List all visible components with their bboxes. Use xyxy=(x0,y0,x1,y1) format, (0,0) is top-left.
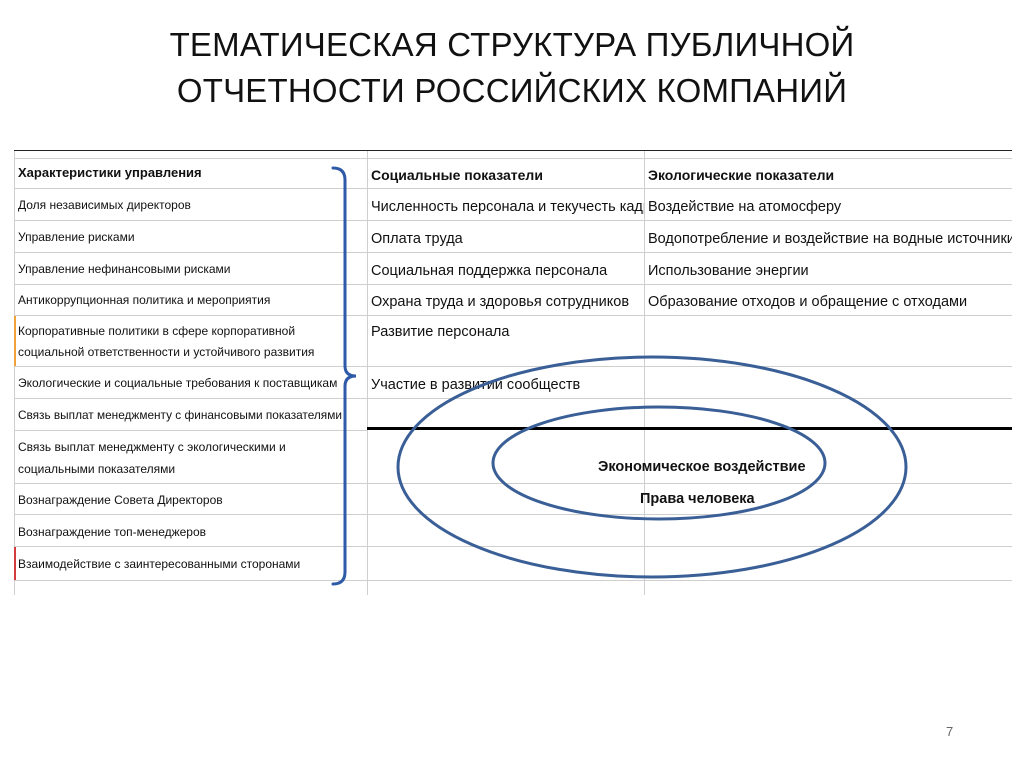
environmental-row-2: Водопотребление и воздействие на водные … xyxy=(648,231,1012,247)
spreadsheet-table: Характеристики управления Доля независим… xyxy=(14,150,1012,595)
grid-hline xyxy=(14,514,1012,515)
grid-hline xyxy=(14,252,1012,253)
grid-hline xyxy=(14,284,1012,285)
governance-row-1: Доля независимых директоров xyxy=(18,198,191,212)
grid-hline xyxy=(14,150,1012,151)
governance-row-5: Корпоративные политики в сфере корпорати… xyxy=(18,324,315,359)
governance-row-6: Экологические и социальные требования к … xyxy=(18,376,338,390)
governance-row-7: Связь выплат менеджменту с финансовыми п… xyxy=(17,408,342,422)
social-row-6: Участие в развитии сообществ xyxy=(371,377,581,393)
governance-row-10: Вознаграждение топ-менеджеров xyxy=(18,525,207,539)
grid-vline xyxy=(14,150,15,595)
row-marker-red xyxy=(14,547,16,580)
human-rights-label: Права человека xyxy=(640,491,755,507)
grid-hline xyxy=(14,398,1012,399)
governance-row-11: Взаимодействие с заинтересованными сторо… xyxy=(18,557,301,571)
slide-title-line-2: ОТЧЕТНОСТИ РОССИЙСКИХ КОМПАНИЙ xyxy=(176,72,848,109)
grid-hline xyxy=(14,430,367,431)
slide-title-line-1: ТЕМАТИЧЕСКАЯ СТРУКТУРА ПУБЛИЧНОЙ xyxy=(169,26,855,63)
governance-row-9: Вознаграждение Совета Директоров xyxy=(18,493,223,507)
environmental-header: Экологические показатели xyxy=(648,167,835,183)
row-marker-orange xyxy=(14,316,16,366)
grid-hline xyxy=(14,188,1012,189)
governance-row-2: Управление рисками xyxy=(18,230,135,244)
environmental-row-1: Воздействие на атомосферу xyxy=(648,199,842,215)
grid-hline xyxy=(14,546,1012,547)
social-row-5: Развитие персонала xyxy=(371,324,510,340)
social-header: Социальные показатели xyxy=(371,167,543,183)
governance-row-3: Управление нефинансовыми рисками xyxy=(18,262,231,276)
social-row-3: Социальная поддержка персонала xyxy=(371,263,608,279)
grid-vline xyxy=(367,150,368,595)
slide-title: ТЕМАТИЧЕСКАЯ СТРУКТУРА ПУБЛИЧНОЙ ОТЧЕТНО… xyxy=(0,22,1024,114)
social-row-4: Охрана труда и здоровья сотрудников xyxy=(371,294,630,310)
social-row-1: Численность персонала и текучесть кадров xyxy=(371,199,644,215)
grid-hline xyxy=(14,366,1012,367)
social-row-2: Оплата труда xyxy=(371,231,463,247)
grid-hline xyxy=(14,315,1012,316)
thick-separator-line xyxy=(367,427,1012,430)
governance-row-8: Связь выплат менеджменту с экологическим… xyxy=(18,440,286,476)
environmental-row-3: Использование энергии xyxy=(648,263,809,279)
governance-header: Характеристики управления xyxy=(18,165,202,180)
grid-hline xyxy=(14,483,1012,484)
grid-hline xyxy=(14,158,1012,159)
page-number: 7 xyxy=(946,724,954,739)
environmental-row-4: Образование отходов и обращение с отхода… xyxy=(648,294,968,310)
grid-hline xyxy=(14,580,1012,581)
governance-row-4: Антикоррупционная политика и мероприятия xyxy=(18,293,271,307)
grid-hline xyxy=(14,220,1012,221)
economic-impact-label: Экономическое воздействие xyxy=(598,459,806,475)
